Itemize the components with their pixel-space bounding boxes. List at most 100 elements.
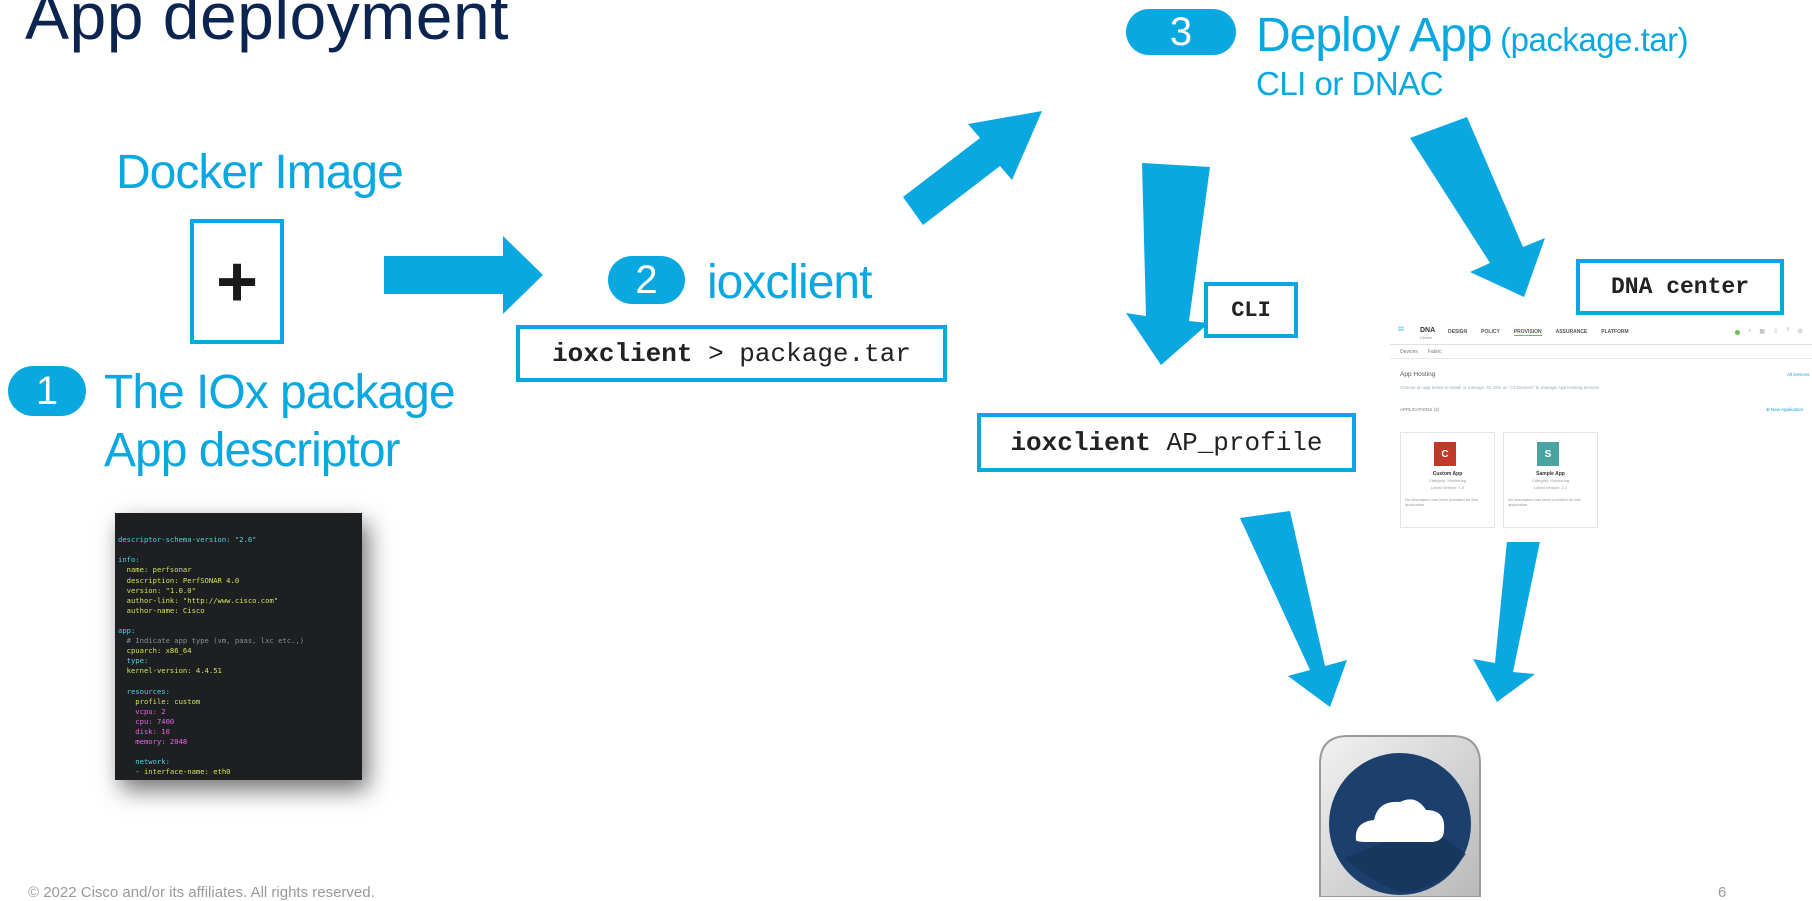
yaml-line [118, 545, 359, 555]
sample-app-version: Latest Version: 1.1 [1533, 485, 1568, 490]
sample-app-name: Sample App [1536, 471, 1565, 477]
ioxclient-ap-profile-command: ioxclient AP_profile [977, 413, 1356, 472]
arrow-dnac-to-cloud [1473, 520, 1543, 702]
dnac-tab-fabric[interactable]: Fabric [1427, 349, 1442, 355]
yaml-line: descriptor-schema-version: "2.6" [118, 535, 257, 545]
dnac-nav-design[interactable]: DESIGN [1448, 329, 1468, 335]
yaml-line: cpuarch: x86_64 [118, 646, 192, 656]
arrow-to-dnac [1410, 117, 1545, 297]
copyright-footer: © 2022 Cisco and/or its affiliates. All … [28, 884, 375, 901]
yaml-line: vcpu: 2 [118, 706, 166, 716]
step-1-label-line1: The IOx package [104, 366, 456, 419]
arrow-cli-to-cloud [1240, 511, 1347, 707]
custom-app-version: Latest Version: 1.0 [1430, 485, 1465, 490]
custom-app-name: Custom App [1432, 471, 1463, 477]
download-icon[interactable]: ⇩ [1773, 329, 1779, 335]
dnac-app-hosting-screenshot: ⁞⁞⁞ DNA Center DESIGN POLICY PROVISION A… [1390, 322, 1812, 542]
dnac-brand-sub: Center [1420, 335, 1433, 340]
arrow-to-ioxclient [384, 236, 543, 314]
ioxclient-command-args: > package.tar [692, 338, 911, 369]
dnac-nav: DESIGN POLICY PROVISION ASSURANCE PLATFO… [1448, 329, 1629, 336]
dnac-tabs: Devices Fabric [1400, 349, 1442, 355]
ioxclient-package-command: ioxclient > package.tar [516, 325, 947, 382]
docker-image-box: + [190, 219, 284, 344]
plus-icon: + [215, 241, 259, 322]
ap-profile-command-name: ioxclient [1010, 427, 1151, 458]
step-3-label-row: Deploy App (package.tar) [1256, 8, 1689, 63]
dnac-nav-platform[interactable]: PLATFORM [1601, 329, 1629, 335]
yaml-line: name: perfsonar [118, 565, 192, 575]
yaml-line: memory: 2048 [118, 737, 188, 747]
cisco-logo-icon: ⁞⁞⁞ [1398, 327, 1404, 333]
app-descriptor-yaml: descriptor-schema-version: "2.6" info: na… [115, 513, 362, 780]
yaml-line: # Indicate app type (vm, paas, lxc etc.,… [118, 636, 305, 646]
step-1-label-line2: App descriptor [104, 424, 400, 477]
yaml-line: author-name: Cisco [118, 605, 205, 615]
yaml-line: app: [118, 626, 136, 636]
yaml-line: cpu: 7400 [118, 716, 175, 726]
arrow-to-cli [1126, 163, 1210, 365]
sample-app-desc: No description has been provided for thi… [1508, 497, 1581, 507]
yaml-line: profile: custom [118, 696, 201, 706]
yaml-line: disk: 10 [118, 726, 170, 736]
step-3-label: Deploy App [1256, 9, 1493, 62]
yaml-line [118, 616, 359, 626]
yaml-line: resources: [118, 686, 170, 696]
dnac-tabs-divider [1390, 358, 1812, 359]
yaml-line: info: [118, 555, 140, 565]
dna-center-box-label: DNA center [1610, 274, 1750, 300]
ap-profile-command-args: AP_profile [1150, 427, 1323, 458]
step-3-number: 3 [1169, 9, 1193, 54]
grid-icon[interactable]: ▦ [1759, 329, 1766, 335]
dnac-nav-assurance[interactable]: ASSURANCE [1555, 329, 1588, 335]
sample-app-icon: S [1537, 442, 1559, 466]
dnac-header-divider [1390, 344, 1812, 345]
custom-app-icon: C [1434, 442, 1456, 466]
yaml-line [118, 777, 359, 780]
step-2-number: 2 [635, 257, 658, 302]
yaml-line: description: PerfSONAR 4.0 [118, 575, 240, 585]
dnac-toolbar-icons: ⌕ ▦ ⇩ ? ⚙ [1748, 328, 1803, 335]
arrow-to-deploy [903, 111, 1042, 225]
dnac-nav-policy[interactable]: POLICY [1481, 329, 1500, 335]
cli-box-label: CLI [1231, 297, 1271, 323]
step-3-sublabel: CLI or DNAC [1256, 65, 1444, 102]
yaml-line: - interface-name: eth0 [118, 767, 231, 777]
yaml-line: version: "1.0.0" [118, 585, 196, 595]
yaml-line: network: [118, 757, 170, 767]
yaml-line [118, 747, 359, 757]
dnac-app-card-custom[interactable]: C Custom App Category: Monitoring Latest… [1400, 432, 1495, 528]
custom-app-desc: No description has been provided for thi… [1405, 497, 1478, 507]
yaml-line: type: [118, 656, 149, 666]
yaml-line [118, 677, 359, 687]
dnac-all-devices-link[interactable]: All Devices [1787, 372, 1810, 377]
cloud-icon [1319, 735, 1481, 897]
cli-box: CLI [1204, 282, 1298, 338]
step-2-badge: 2 [608, 256, 685, 304]
custom-app-category: Category: Monitoring [1428, 478, 1467, 483]
help-icon[interactable]: ? [1786, 328, 1790, 334]
slide-title: App deployment [25, 0, 509, 53]
dna-center-box: DNA center [1576, 259, 1784, 315]
ioxclient-command-name: ioxclient [552, 338, 693, 369]
step-3-badge: 3 [1126, 9, 1236, 55]
step-1-badge: 1 [8, 366, 86, 416]
step-1-number: 1 [35, 368, 59, 413]
dnac-new-application-label: New Application [1771, 407, 1804, 412]
search-icon[interactable]: ⌕ [1748, 328, 1752, 334]
dnac-apps-heading: APPLICATIONS (2) [1400, 407, 1440, 412]
dnac-section-title: App Hosting [1400, 371, 1436, 378]
page-number: 6 [1718, 884, 1727, 901]
dnac-app-card-sample[interactable]: S Sample App Category: Monitoring Latest… [1503, 432, 1598, 528]
dnac-nav-provision[interactable]: PROVISION [1513, 329, 1542, 336]
dnac-new-application-link[interactable]: ⊕ New Application [1766, 407, 1804, 412]
docker-image-label: Docker Image [116, 146, 404, 199]
status-dot-icon [1735, 330, 1740, 335]
yaml-line: kernel-version: 4.4.51 [118, 666, 222, 676]
dnac-section-desc: Choose an app below to install or manage… [1400, 385, 1601, 390]
step-3-label-suffix: (package.tar) [1491, 21, 1689, 58]
sample-app-category: Category: Monitoring [1531, 478, 1570, 483]
dnac-tab-devices[interactable]: Devices [1400, 349, 1418, 355]
settings-icon[interactable]: ⚙ [1797, 329, 1803, 335]
